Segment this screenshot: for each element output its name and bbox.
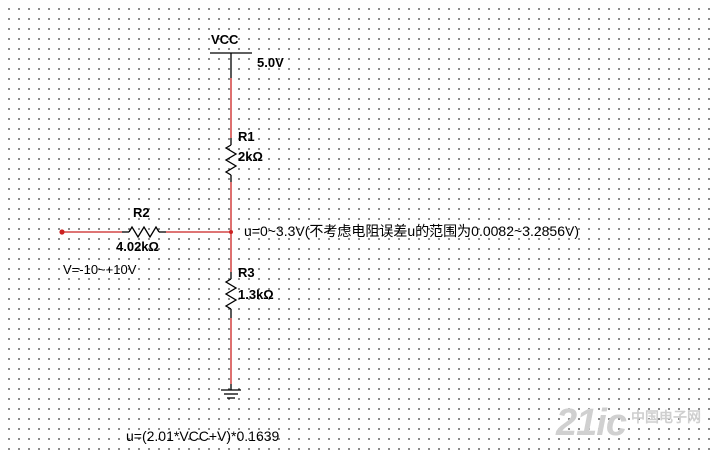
output-note: u=0~3.3V(不考虑电阻误差u的范围为0.0082~3.2856V) xyxy=(244,223,579,239)
resistor-r2 xyxy=(122,225,166,239)
vcc-symbol xyxy=(210,52,252,78)
resistor-r1 xyxy=(224,138,238,182)
r3-label: R3 xyxy=(238,265,255,280)
resistor-r3 xyxy=(224,272,238,318)
watermark-brand: 21ic xyxy=(556,402,627,444)
r2-value: 4.02kΩ xyxy=(116,239,159,254)
vcc-label: VCC xyxy=(211,32,239,47)
r2-label: R2 xyxy=(133,205,150,220)
r1-value: 2kΩ xyxy=(238,149,263,164)
ground-icon xyxy=(221,384,241,399)
watermark-site: 中国电子网 xyxy=(631,409,701,425)
r1-label: R1 xyxy=(238,129,255,144)
formula-label: u=(2.01*VCC+V)*0.1639 xyxy=(126,428,280,444)
vcc-value: 5.0V xyxy=(257,55,284,70)
r3-value: 1.3kΩ xyxy=(238,287,274,302)
input-range-label: V=-10~+10V xyxy=(63,262,137,277)
junction-dot xyxy=(229,230,233,234)
